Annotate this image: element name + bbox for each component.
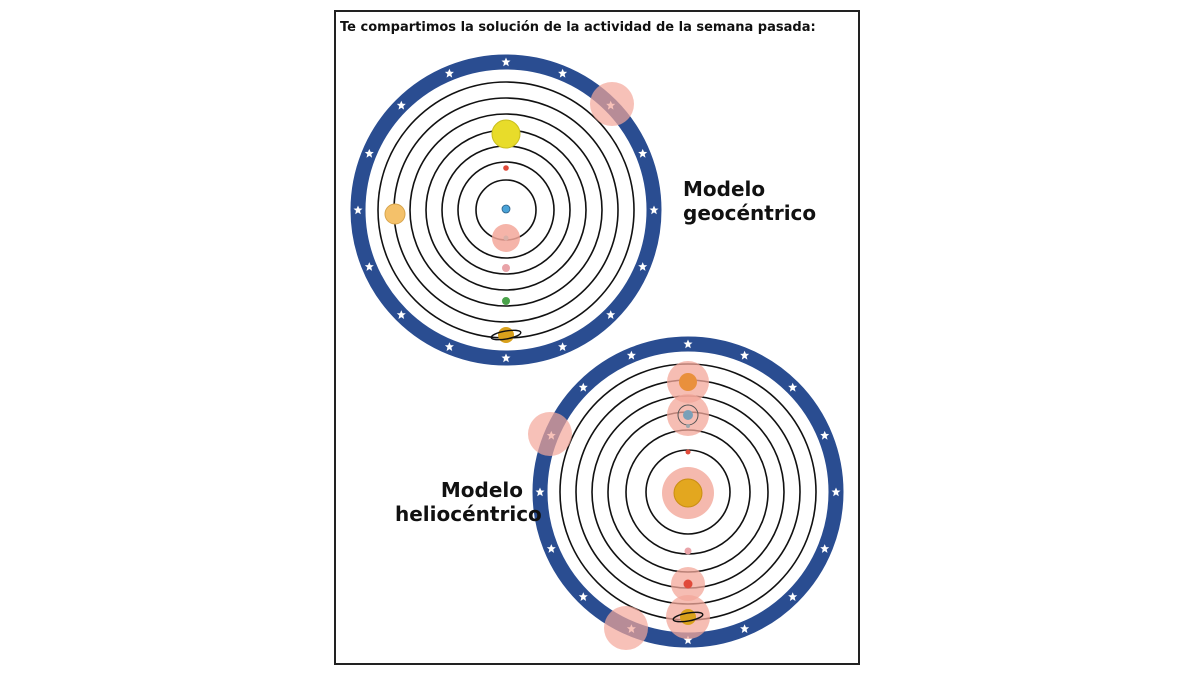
geo-sun (491, 119, 521, 149)
helio-small-red (685, 449, 691, 455)
worksheet-heading: Te compartimos la solución de la activid… (340, 20, 816, 35)
helio-sun (673, 478, 703, 508)
geo-mercury (502, 264, 510, 272)
geocentric-label-line2: geocéntrico (683, 201, 817, 225)
geo-orbit-3 (409, 113, 603, 307)
geo-highlight-star (590, 82, 634, 126)
geo-moon-planet (503, 235, 509, 241)
helio-highlight-star-left (528, 412, 572, 456)
helio-saturn (672, 609, 704, 625)
geocentric-model (350, 54, 662, 366)
helio-highlight-star-bottom (604, 606, 648, 650)
heliocentric-label-line2: heliocéntrico (395, 502, 542, 526)
geo-green-planet (502, 297, 510, 305)
helio-earth (677, 404, 699, 428)
geo-earth (501, 204, 511, 214)
helio-mars (683, 579, 693, 589)
heliocentric-label: Modelo heliocéntrico (395, 478, 542, 526)
geocentric-label: Modelo geocéntrico (683, 177, 816, 225)
helio-mercury (684, 547, 692, 555)
geo-venus (384, 203, 406, 225)
heliocentric-model (528, 336, 844, 650)
helio-jupiter (679, 373, 697, 391)
geo-mars-dot (503, 165, 509, 171)
heliocentric-label-line1: Modelo (440, 478, 523, 502)
geo-saturn (490, 327, 522, 343)
geo-orbit-6 (457, 161, 555, 259)
geocentric-label-line1: Modelo (683, 177, 766, 201)
